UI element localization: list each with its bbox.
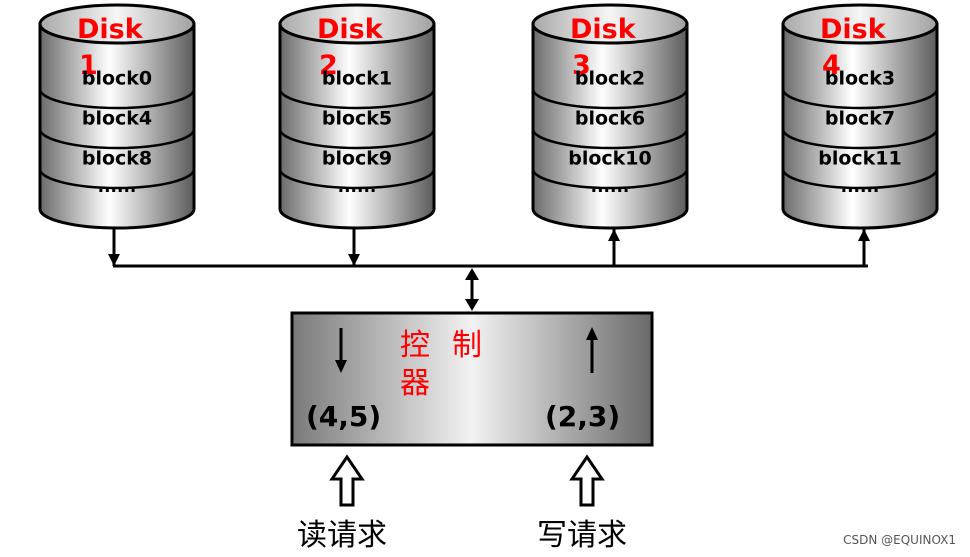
disk-body [781, 22, 939, 230]
more-blocks-ellipsis: ...... [338, 177, 377, 197]
block-divider [38, 88, 196, 110]
block-label: block8 [82, 148, 152, 170]
block-divider [781, 128, 939, 150]
hollow-arrow-up-icon [569, 454, 605, 507]
block-divider [531, 88, 689, 110]
block-divider [781, 168, 939, 190]
block-label: block10 [568, 148, 652, 170]
controller: 控 制 器 (4,5) (2,3) [290, 311, 654, 447]
disk-title: Disk [77, 14, 144, 45]
arrow-up-icon [465, 268, 479, 280]
disk-title: Disk [820, 14, 887, 45]
read-request-blocks: (4,5) [306, 400, 381, 433]
disk-top [531, 3, 689, 45]
controller-title-char-3: 器 [400, 366, 430, 401]
disk-number: 1 [79, 50, 98, 81]
disk-body [38, 22, 196, 230]
controller-title-char-2: 制 [452, 328, 482, 363]
more-blocks-ellipsis: ...... [591, 177, 630, 197]
block-divider [781, 88, 939, 110]
block-divider [38, 168, 196, 190]
block-label: block3 [825, 68, 895, 90]
more-blocks-ellipsis: ...... [841, 177, 880, 197]
disk-body [531, 22, 689, 230]
disk-top [781, 3, 939, 45]
read-request-label: 读请求 [297, 518, 387, 553]
disk-top [38, 3, 196, 45]
block-divider [278, 88, 436, 110]
block-divider [278, 168, 436, 190]
arrow-up-icon [586, 327, 598, 340]
hollow-arrow-up-icon [329, 454, 365, 507]
block-label: block7 [825, 108, 895, 130]
block-divider [38, 128, 196, 150]
more-blocks-ellipsis: ...... [98, 177, 137, 197]
disk-number: 2 [319, 50, 338, 81]
arrow-up-icon [608, 229, 620, 241]
disk-top [278, 3, 436, 45]
block-label: block6 [575, 108, 645, 130]
watermark: CSDN @EQUINOX1 [843, 533, 956, 547]
block-label: block5 [322, 108, 392, 130]
block-divider [278, 128, 436, 150]
block-label: block0 [82, 68, 152, 90]
disk-title: Disk [317, 14, 384, 45]
disk-bus [108, 228, 870, 311]
write-request-blocks: (2,3) [545, 400, 620, 433]
read-request-arrow [329, 454, 365, 507]
disk-number: 3 [572, 50, 591, 81]
arrow-down-icon [465, 299, 479, 311]
arrow-down-icon [335, 360, 347, 373]
block-label: block4 [82, 108, 152, 130]
arrow-down-icon [348, 254, 360, 266]
block-divider [531, 168, 689, 190]
block-label: block11 [818, 148, 902, 170]
write-request-label: 写请求 [537, 518, 627, 553]
block-label: block1 [322, 68, 392, 90]
block-divider [531, 128, 689, 150]
block-label: block2 [575, 68, 645, 90]
disk-number: 4 [822, 50, 841, 81]
write-request-arrow [569, 454, 605, 507]
controller-title-char-1: 控 [400, 328, 430, 363]
arrow-down-icon [108, 254, 120, 266]
disk-title: Disk [570, 14, 637, 45]
arrow-up-icon [858, 229, 870, 241]
disk-body [278, 22, 436, 230]
block-label: block9 [322, 148, 392, 170]
